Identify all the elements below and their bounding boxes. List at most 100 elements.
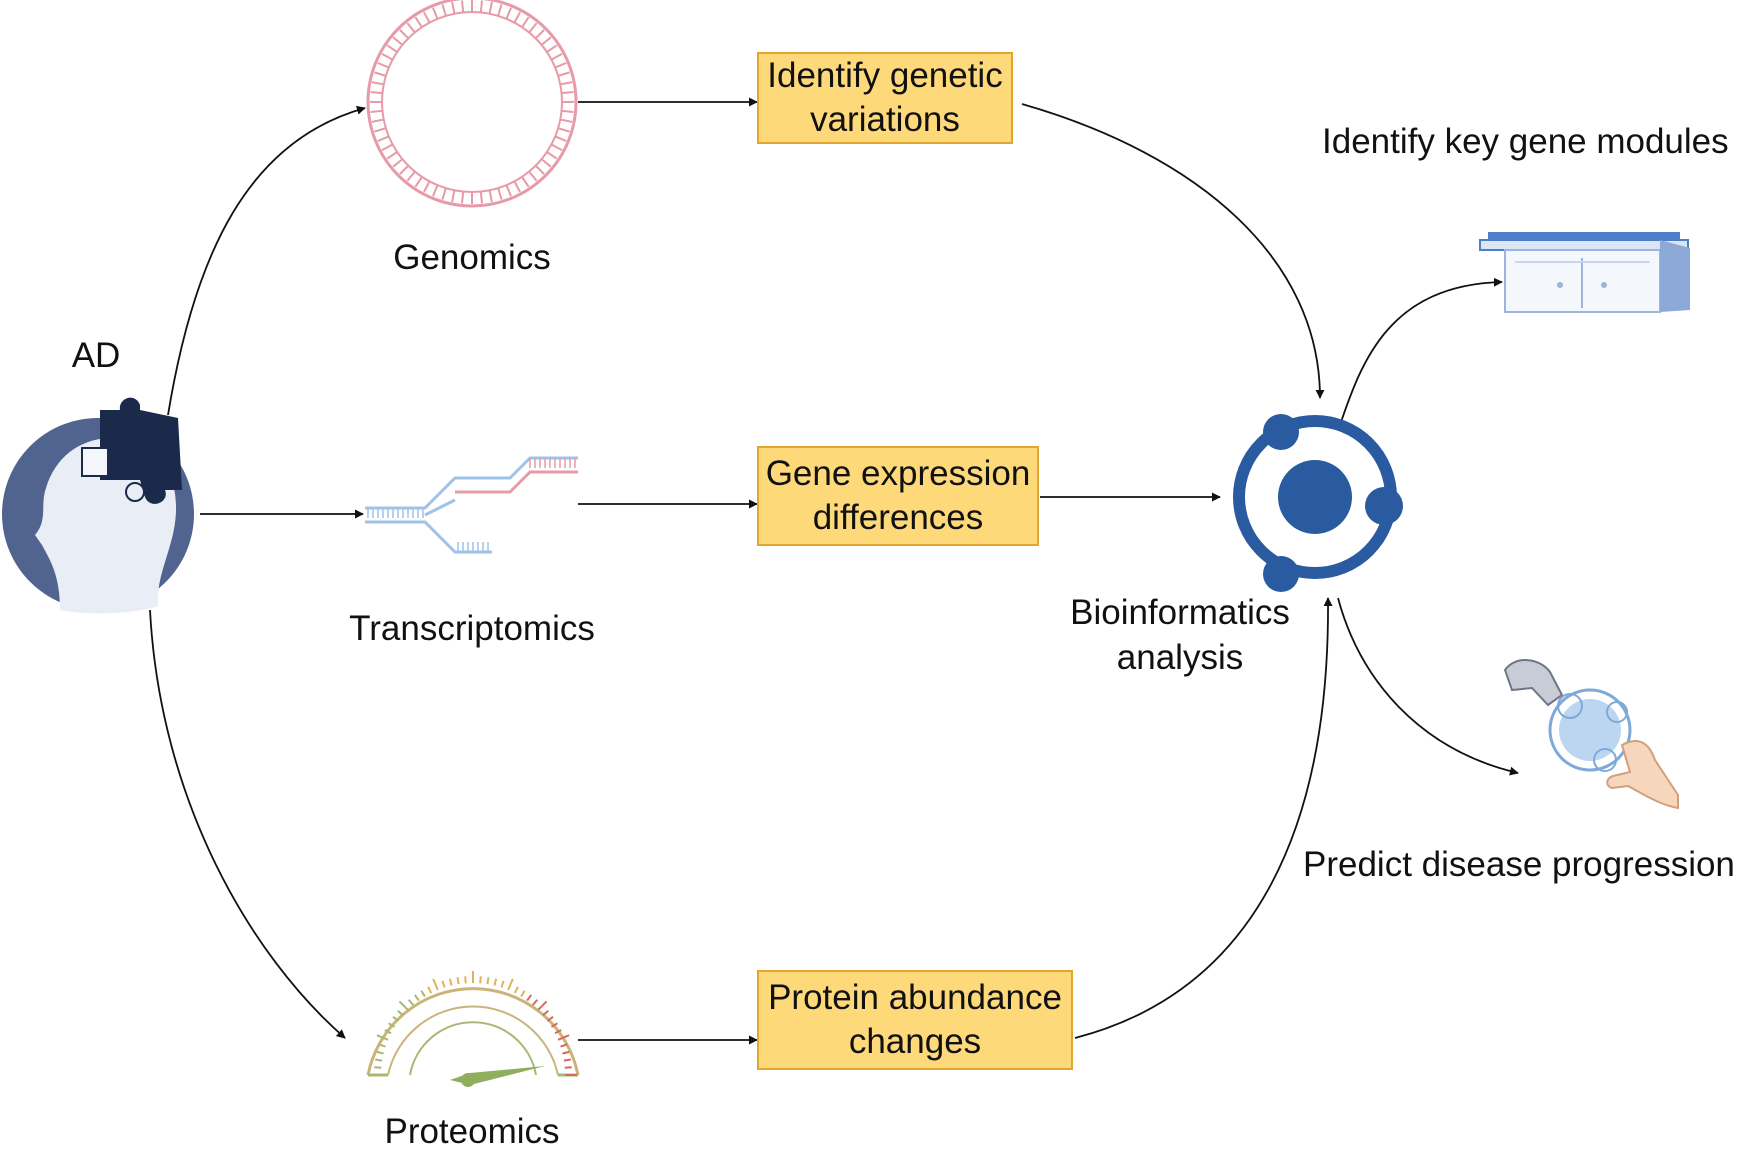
ring-tick (561, 109, 574, 113)
arrow-hub-to-modules (1339, 277, 1503, 426)
ring-tick (381, 53, 394, 61)
ring-tick (557, 127, 570, 133)
ring-tick (546, 151, 558, 160)
finding-protein-text: Protein abundance changes (768, 978, 1062, 1061)
ring-tick (488, 190, 493, 203)
head-puzzle-icon (2, 397, 194, 614)
ring-tick (377, 62, 390, 69)
arrow-ad-to-proteomics (149, 609, 346, 1039)
finding-box-genetic: Identify genetic variations (757, 52, 1013, 144)
ring-tick (534, 164, 545, 175)
ring-tick (414, 16, 423, 28)
gauge-tick (546, 1016, 554, 1022)
arrow-ad-to-genomics (167, 105, 366, 416)
ring-tick (370, 109, 383, 113)
gauge-tick (560, 1043, 568, 1048)
arrow-genetic-to-hub (1021, 103, 1325, 399)
finding-box-protein: Protein abundance changes (757, 970, 1073, 1070)
transcriptomics-label: Transcriptomics (349, 609, 595, 648)
ring-tick (423, 180, 431, 193)
ring-tick (540, 36, 552, 46)
gauge-tick (563, 1058, 571, 1062)
ring-tick (546, 44, 558, 53)
ring-tick (441, 4, 447, 17)
gauge-tick (420, 990, 426, 998)
ring-tick (381, 143, 394, 151)
ring-tick (374, 71, 387, 77)
ring-tick (528, 170, 538, 182)
gauge-tick (513, 986, 519, 994)
ring-tick (423, 11, 431, 24)
ring-tick (497, 4, 503, 17)
gauge-tick (531, 999, 539, 1006)
proteomics-label: Proteomics (384, 1112, 560, 1151)
hub-label: Bioinformatics analysis (1070, 593, 1290, 677)
ring-tick (479, 0, 483, 13)
gauge-tick (398, 1000, 409, 1011)
connectors (149, 97, 1519, 1045)
ring-tick (521, 176, 530, 188)
finding-genetic-text: Identify genetic variations (767, 56, 1003, 139)
ring-tick (406, 22, 416, 34)
gauge-tick (542, 1009, 549, 1017)
gauge-tick (507, 978, 514, 991)
ring-tick (371, 81, 384, 86)
gauge-tick (448, 978, 453, 986)
ring-tick (540, 158, 552, 168)
arrow-protein-to-hub (1074, 597, 1333, 1039)
gauge-tick (376, 1034, 389, 1041)
ring-tick (386, 151, 398, 160)
gauge-tick (526, 994, 532, 1002)
ring-tick (451, 190, 456, 203)
gauge-tick (554, 1029, 562, 1035)
ring-tick (550, 53, 563, 61)
ring-tick (461, 0, 465, 13)
gauge-tick (500, 980, 505, 988)
gauge-tick (456, 977, 460, 985)
ring-tick (371, 118, 384, 123)
ring-tick (399, 164, 410, 175)
ad-label: AD (71, 336, 121, 375)
gauge-tick (378, 1043, 386, 1048)
ring-tick (550, 143, 563, 151)
ring-tick (432, 184, 439, 197)
gauge-tick (479, 976, 482, 984)
gauge-tick (384, 1029, 392, 1035)
ring-tick (386, 44, 398, 53)
ring-tick (461, 191, 465, 204)
gauge-tick (464, 976, 467, 984)
ring-tick (392, 158, 404, 168)
ring-tick (554, 62, 567, 69)
ring-tick (377, 135, 390, 142)
dna-ring-icon (366, 0, 578, 208)
ring-tick (414, 176, 423, 188)
gauge-tick (550, 1022, 558, 1028)
ring-tick (557, 71, 570, 77)
lab-bench-icon (1479, 232, 1690, 313)
ring-tick (392, 36, 404, 46)
gauge-tick (520, 990, 526, 998)
gauge-meter-icon (366, 971, 580, 1087)
gauge-tick (564, 1066, 572, 1069)
gauge-tick (562, 1050, 570, 1055)
ring-tick (497, 187, 503, 200)
genomics-label: Genomics (393, 238, 551, 277)
ring-tick (534, 29, 545, 40)
gauge-tick (392, 1016, 400, 1022)
gauge-tick (388, 1022, 396, 1028)
gauge-tick (432, 978, 439, 991)
ring-tick (370, 91, 383, 95)
robot-hand-touch-icon (1503, 659, 1679, 810)
ring-tick (554, 135, 567, 142)
gauge-tick (441, 980, 446, 988)
gauge-tick (557, 1034, 570, 1041)
gauge-tick (537, 1000, 548, 1011)
ring-tick (479, 191, 483, 204)
ring-tick (528, 22, 538, 34)
gauge-tick (375, 1058, 383, 1062)
ring-tick (374, 127, 387, 133)
ring-tick (406, 170, 416, 182)
ring-tick (432, 7, 439, 20)
gauge-tick (397, 1009, 404, 1017)
